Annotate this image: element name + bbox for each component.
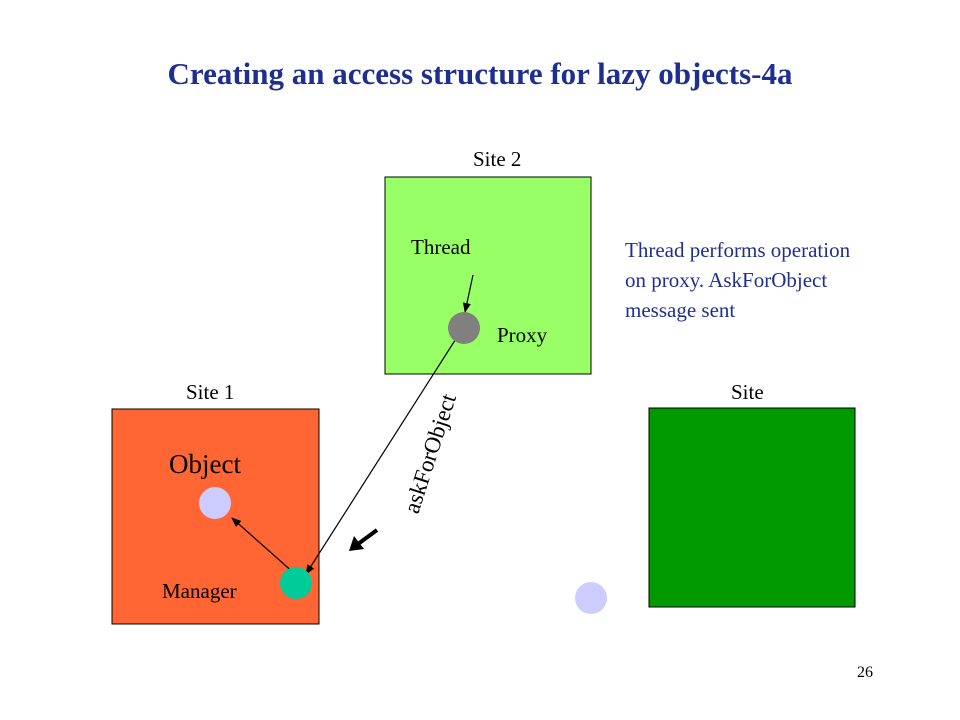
manager-to-object-arrow	[231, 517, 296, 575]
thread-label: Thread	[411, 235, 471, 259]
manager-node	[280, 567, 312, 599]
object-label: Object	[169, 449, 241, 479]
note-line: message sent	[625, 298, 736, 322]
direction-arrow-icon	[349, 528, 379, 551]
slide-title: Creating an access structure for lazy ob…	[167, 56, 793, 91]
note-line: Thread performs operation	[625, 238, 851, 262]
thread-to-proxy-arrow	[462, 274, 474, 313]
site2-box	[384, 176, 592, 375]
site1-label: Site 1	[186, 380, 235, 404]
proxy-label: Proxy	[497, 323, 548, 347]
proxy-node	[448, 312, 480, 344]
site2-label: Site 2	[473, 147, 522, 171]
object-node	[199, 487, 231, 519]
remote-object-node	[575, 582, 607, 614]
note-line: on proxy. AskForObject	[625, 268, 828, 292]
ask-for-object-arrow	[305, 333, 460, 575]
operation-note: Thread performs operation on proxy. AskF…	[625, 235, 850, 325]
manager-label: Manager	[162, 579, 237, 603]
site3-label: Site	[731, 380, 764, 404]
page-number: 26	[857, 664, 873, 681]
site3-box	[648, 407, 856, 608]
